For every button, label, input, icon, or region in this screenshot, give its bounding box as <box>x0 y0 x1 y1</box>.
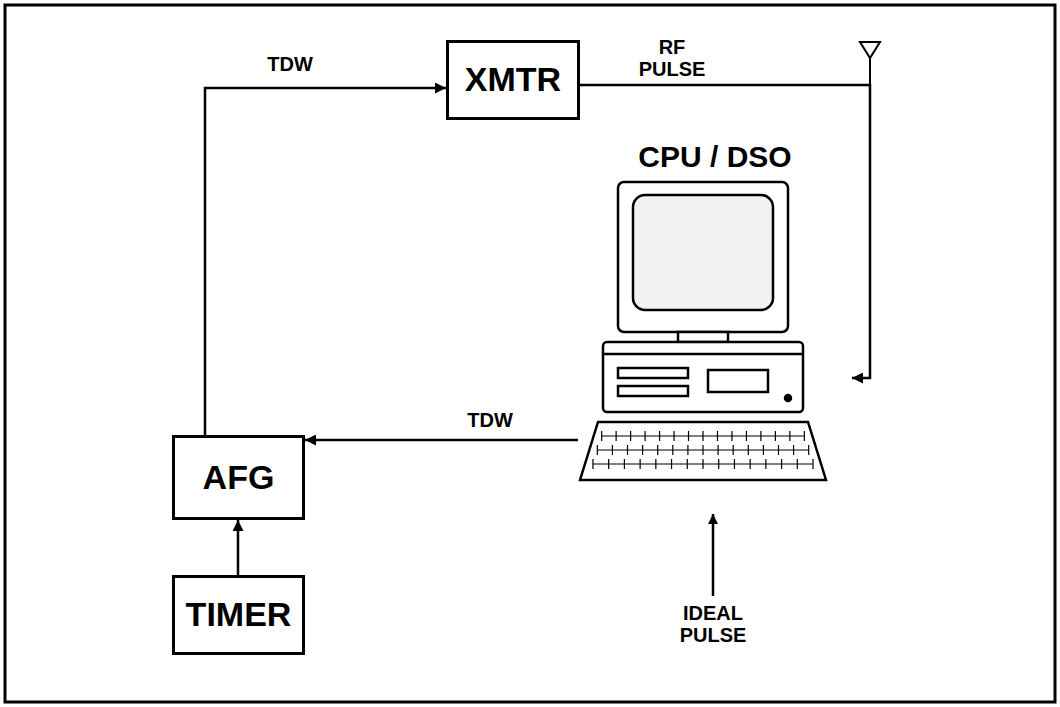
node-label: AFG <box>203 459 275 496</box>
signal-name: TDW <box>447 408 533 432</box>
antenna-feed <box>869 58 871 86</box>
signal-connector <box>305 439 578 442</box>
node-label: CPU / DSO <box>578 140 852 173</box>
outer-frame <box>5 5 1055 702</box>
antenna-symbol <box>860 42 880 58</box>
transmitter-box: XMTR <box>446 40 580 120</box>
signal-connector <box>205 88 446 435</box>
generator-box: AFG <box>172 435 305 520</box>
signal-name: RF PULSE <box>629 35 715 81</box>
input-arrow <box>712 514 715 596</box>
computer-node: CPU / DSO <box>578 140 852 500</box>
node-label: TIMER <box>186 596 292 633</box>
node-label: XMTR <box>465 61 561 98</box>
signal-connector <box>237 520 240 575</box>
input-label: IDEAL PULSE <box>665 601 761 647</box>
timer-box: TIMER <box>172 575 305 655</box>
signal-name: TDW <box>247 52 333 76</box>
signal-connector <box>580 85 870 378</box>
computer-icon <box>578 140 852 500</box>
